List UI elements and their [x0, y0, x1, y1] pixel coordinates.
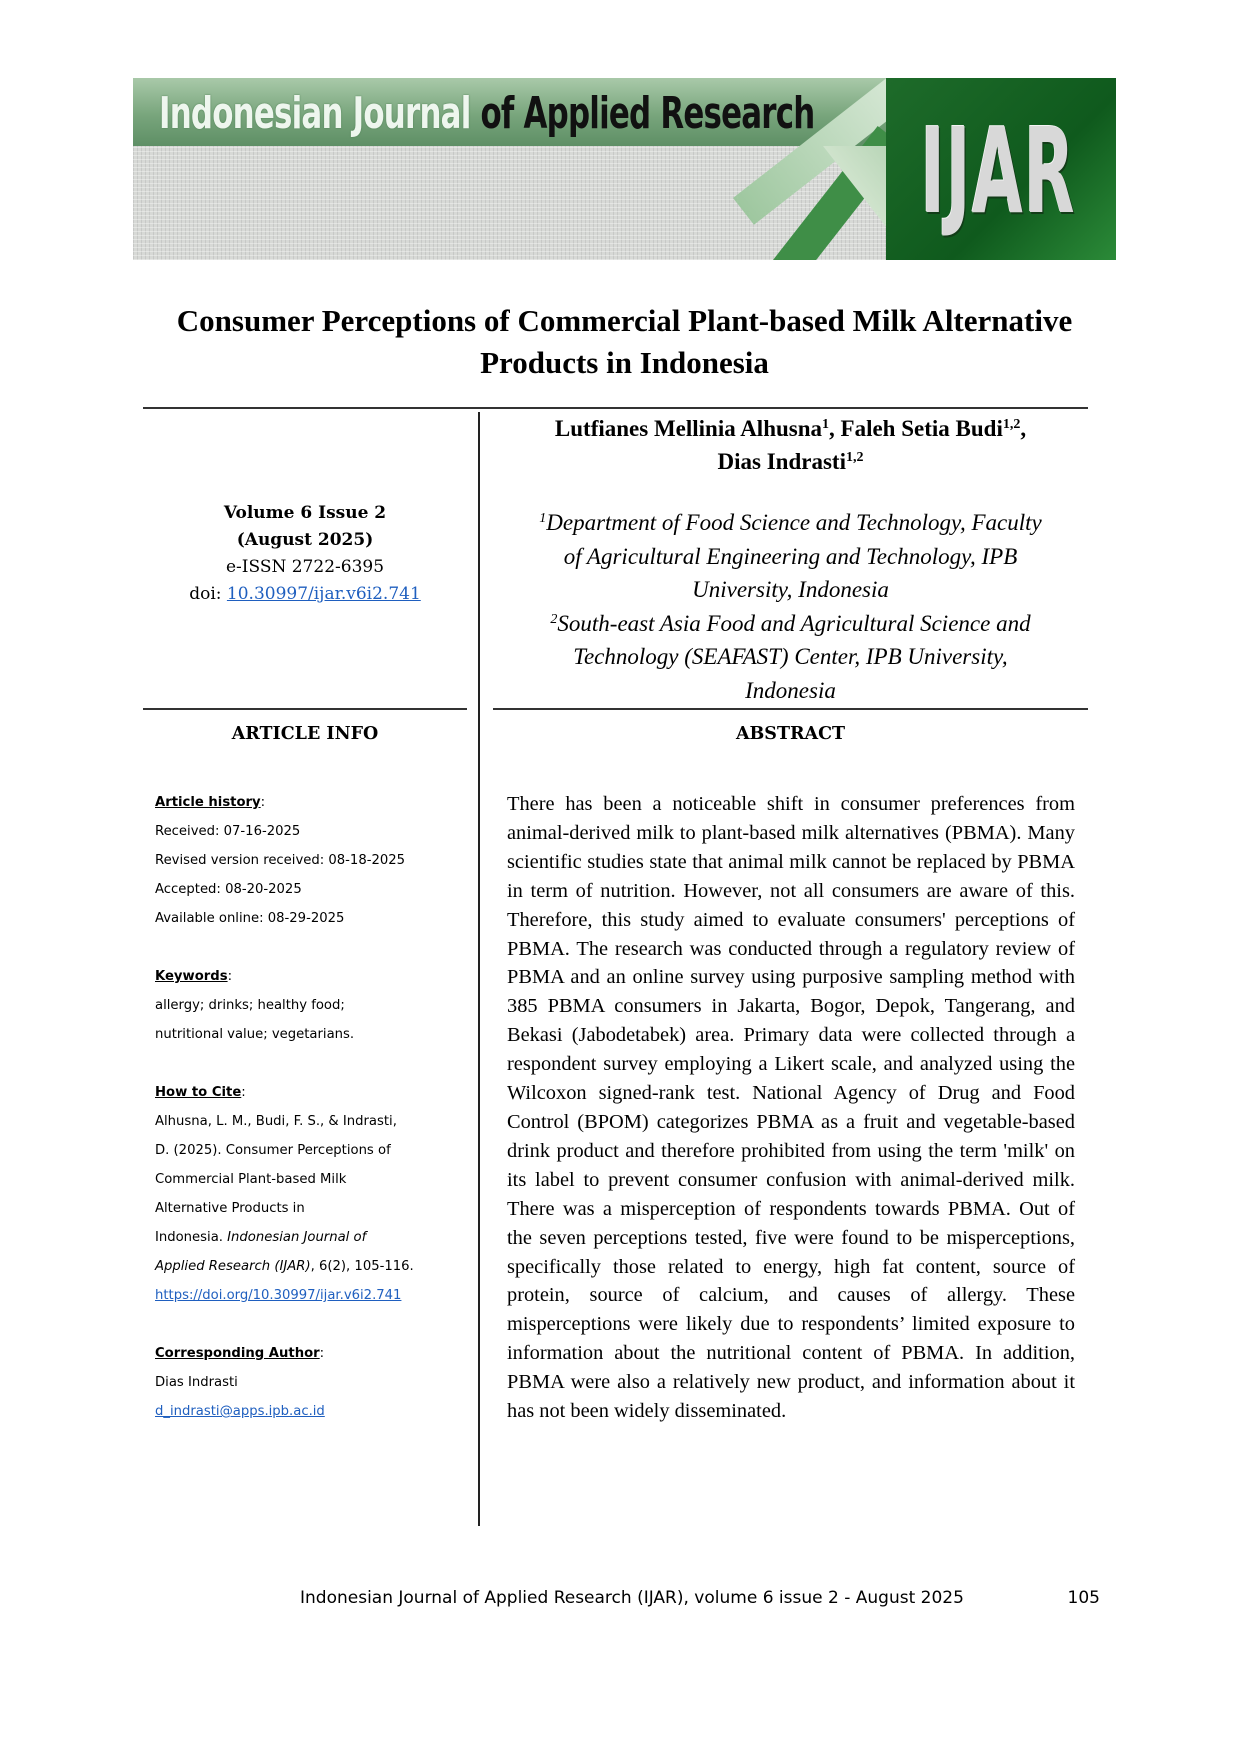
article-info-divider — [143, 708, 467, 710]
column-divider — [478, 412, 480, 1526]
affiliation-1: 1Department of Food Science and Technolo… — [539, 510, 1042, 602]
author-name: Faleh Setia Budi — [840, 416, 1003, 441]
citation-text: Alhusna, L. M., Budi, F. S., & Indrasti, — [155, 1114, 397, 1129]
citation-doi-link[interactable]: https://doi.org/10.30997/ijar.v6i2.741 — [155, 1288, 402, 1303]
doi-link[interactable]: 10.30997/ijar.v6i2.741 — [226, 584, 421, 604]
banner-journal-name: Indonesian Journal of Applied Research — [159, 88, 815, 139]
how-to-cite-label: How to Cite — [155, 1085, 242, 1100]
article-history-label: Article history — [155, 795, 261, 810]
revised-date: Revised version received: 08-18-2025 — [155, 853, 406, 868]
citation-text: Alternative Products in — [155, 1201, 305, 1216]
doi-line: doi: 10.30997/ijar.v6i2.741 — [189, 584, 421, 604]
abstract-heading: ABSTRACT — [735, 724, 846, 744]
page-number: 105 — [1067, 1588, 1100, 1608]
affiliations: 1Department of Food Science and Technolo… — [493, 506, 1088, 707]
citation-text: Applied Research (IJAR), 6(2), 105-116. — [155, 1259, 414, 1274]
affiliation-2: 2South-east Asia Food and Agricultural S… — [550, 610, 1031, 703]
journal-banner: Indonesian Journal of Applied Research I… — [133, 78, 1116, 260]
received-date: Received: 07-16-2025 — [155, 824, 301, 839]
volume-issue: Volume 6 Issue 2 — [223, 503, 387, 523]
citation-text: D. (2025). Consumer Perceptions of — [155, 1143, 391, 1158]
volume-info: Volume 6 Issue 2 (August 2025) e-ISSN 27… — [143, 500, 467, 608]
available-online-date: Available online: 08-29-2025 — [155, 911, 345, 926]
abstract-divider — [493, 708, 1088, 710]
keywords: nutritional value; vegetarians. — [155, 1027, 355, 1042]
page-footer: Indonesian Journal of Applied Research (… — [300, 1588, 1100, 1608]
citation-text: Indonesia. Indonesian Journal of — [155, 1230, 367, 1245]
article-info-panel: Article history: Received: 07-16-2025 Re… — [155, 788, 473, 1426]
corresponding-author-email[interactable]: d_indrasti@apps.ipb.ac.id — [155, 1404, 325, 1419]
author-list: Lutfianes Mellinia Alhusna1, Faleh Setia… — [554, 416, 1027, 474]
citation-text: Commercial Plant-based Milk — [155, 1172, 347, 1187]
keywords: allergy; drinks; healthy food; — [155, 998, 345, 1013]
footer-journal-info: Indonesian Journal of Applied Research (… — [300, 1588, 964, 1608]
title-divider — [143, 407, 1088, 409]
corresponding-author-name: Dias Indrasti — [155, 1375, 238, 1390]
accepted-date: Accepted: 08-20-2025 — [155, 882, 302, 897]
abstract-text: There has been a noticeable shift in con… — [507, 793, 1075, 1423]
article-info-heading: ARTICLE INFO — [231, 724, 379, 744]
issue-date: (August 2025) — [236, 530, 374, 550]
banner-logo-panel: IJAR — [886, 78, 1116, 260]
article-title: Consumer Perceptions of Commercial Plant… — [176, 303, 1073, 380]
keywords-label: Keywords — [155, 969, 228, 984]
author-name: Lutfianes Mellinia Alhusna — [554, 416, 823, 441]
author-name: Dias Indrasti — [717, 449, 846, 474]
eissn: e-ISSN 2722-6395 — [225, 557, 385, 577]
corresponding-author-label: Corresponding Author — [155, 1346, 320, 1361]
ijar-logo: IJAR — [920, 102, 1076, 240]
